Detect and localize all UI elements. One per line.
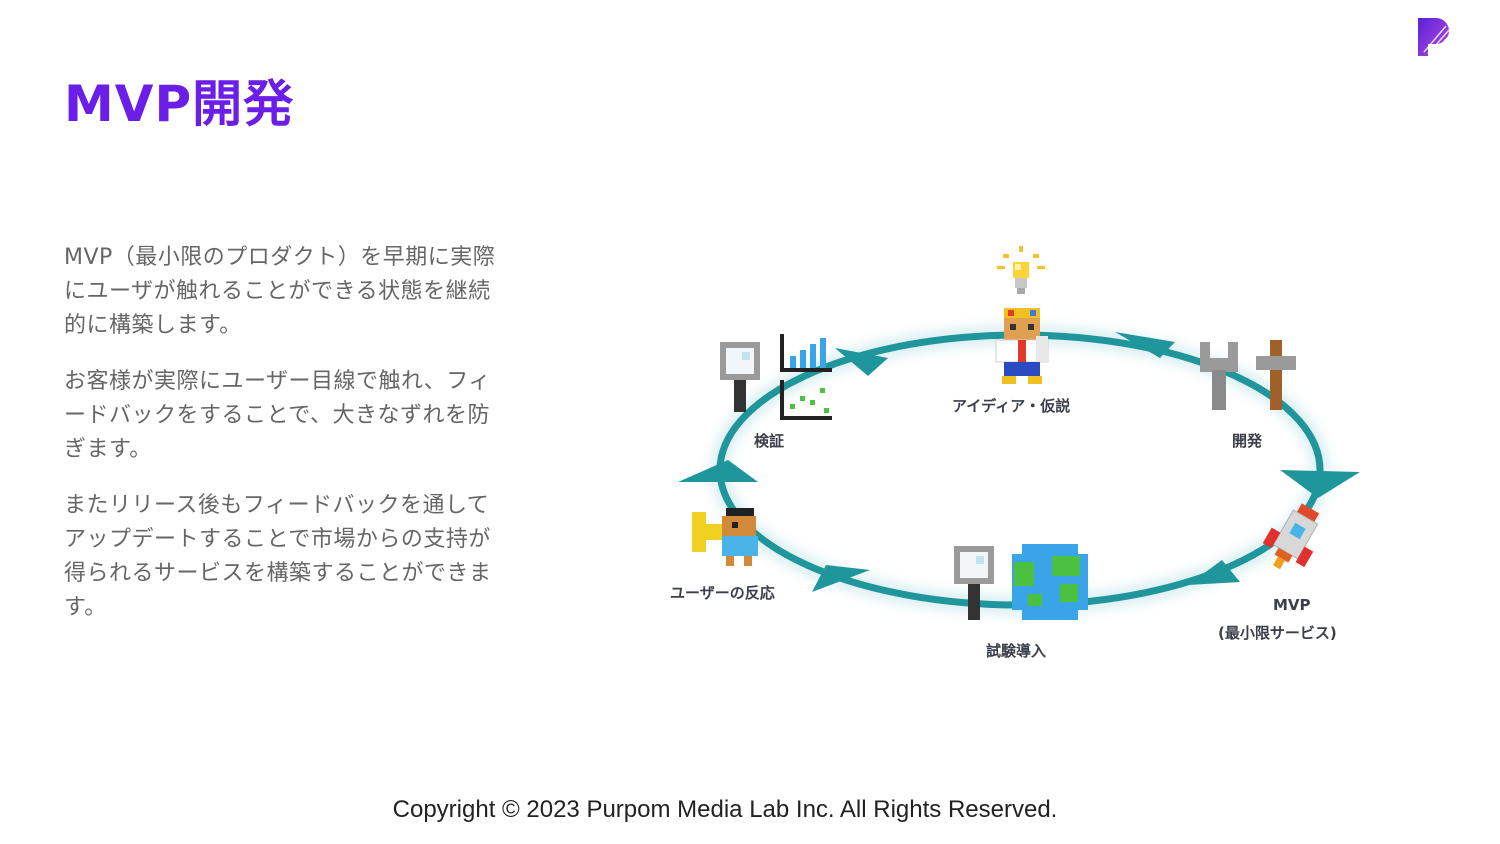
cycle-arrow-left xyxy=(678,460,758,482)
analytics-chart-icon xyxy=(780,334,832,420)
stage-label-reaction: ユーザーの反応 xyxy=(670,584,775,602)
purpom-logo-icon xyxy=(1418,18,1452,56)
user-with-megaphone-icon xyxy=(692,508,758,566)
copyright-footer: Copyright © 2023 Purpom Media Lab Inc. A… xyxy=(392,796,1058,823)
cycle-arrow-right xyxy=(1280,470,1360,498)
page-title: MVP開発 xyxy=(64,75,295,133)
paragraph-mvp-intro: MVP（最小限のプロダクト）を早期に実際にユーザが触れることができる状態を継続的… xyxy=(64,245,496,338)
develop-tools-icon xyxy=(1200,340,1296,410)
magnifier-icon xyxy=(954,546,994,620)
stage-label-trial: 試験導入 xyxy=(986,642,1047,660)
stage-label-develop: 開発 xyxy=(1232,432,1263,450)
mvp-cycle-diagram: アイディア・仮説 開発 MVP (最小限サービス) 試験導 xyxy=(640,230,1400,680)
stage-label-verify: 検証 xyxy=(754,432,785,450)
rocket-icon xyxy=(1262,503,1320,570)
stage-label-idea: アイディア・仮説 xyxy=(952,397,1071,415)
cycle-arrow-top-right xyxy=(1115,332,1175,358)
paragraph-after-release: またリリース後もフィードバックを通してアップデートすることで市場からの支持が得ら… xyxy=(64,493,492,620)
cycle-arrow-top-left xyxy=(835,348,888,376)
description-text: MVP（最小限のプロダクト）を早期に実際にユーザが触れることができる状態を継続的… xyxy=(64,241,504,647)
cycle-arrow-bottom-left xyxy=(812,565,870,592)
lightbulb-icon xyxy=(997,246,1045,294)
magnifier-icon xyxy=(720,342,760,412)
stage-label-mvp: MVP xyxy=(1273,596,1311,614)
king-character-icon xyxy=(995,308,1049,384)
cycle-arrow-bottom-right xyxy=(1188,560,1240,585)
stage-label-mvp-sub: (最小限サービス) xyxy=(1218,624,1337,642)
globe-icon xyxy=(1012,544,1088,620)
paragraph-feedback: お客様が実際にユーザー目線で触れ、フィードバックをすることで、大きなずれを防ぎま… xyxy=(64,369,491,462)
